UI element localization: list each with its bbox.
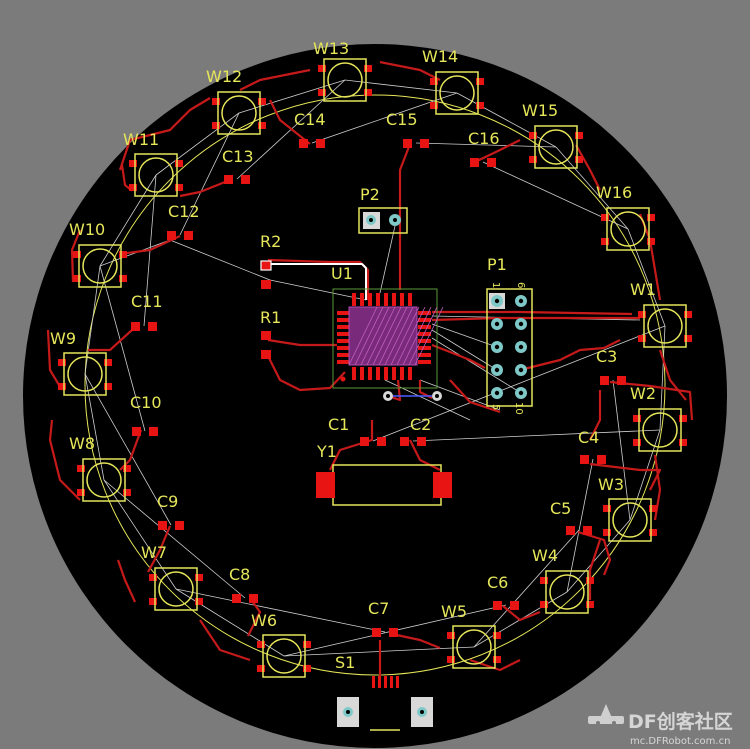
- resistor-r2[interactable]: R2: [260, 232, 281, 289]
- capacitor-label: C2: [410, 415, 431, 434]
- led-w1[interactable]: W1: [630, 280, 692, 348]
- led-w10[interactable]: W10: [69, 220, 127, 288]
- led-w2[interactable]: W2: [630, 384, 687, 452]
- led-w5[interactable]: W5: [441, 602, 501, 669]
- capacitor-label: C7: [368, 599, 389, 618]
- capacitor-c7[interactable]: C7: [368, 599, 398, 637]
- s1-label: S1: [335, 653, 355, 672]
- watermark: DF创客社区 mc.DFRobot.com.cn: [588, 704, 733, 747]
- resistor-label: R2: [260, 232, 281, 251]
- led-w7[interactable]: W7: [141, 543, 203, 611]
- capacitor-c14[interactable]: C14: [294, 110, 326, 148]
- led-w11[interactable]: W11: [123, 130, 183, 197]
- capacitor-label: C3: [596, 347, 617, 366]
- capacitor-c10[interactable]: C10: [130, 393, 162, 436]
- dfrobot-logo-icon: [588, 704, 624, 725]
- capacitor-c12[interactable]: C12: [167, 202, 200, 240]
- led-w14[interactable]: W14: [422, 47, 484, 115]
- led-label: W11: [123, 130, 159, 149]
- p2-label: P2: [360, 185, 380, 204]
- led-w16[interactable]: W16: [596, 183, 655, 251]
- capacitor-label: C6: [487, 573, 508, 592]
- capacitor-c1[interactable]: C1: [328, 415, 386, 446]
- capacitor-label: C15: [386, 110, 418, 129]
- capacitor-label: C16: [468, 129, 500, 148]
- mcu-label: U1: [331, 264, 353, 283]
- p1-pin-label-5: 5: [490, 404, 501, 410]
- led-w4[interactable]: W4: [532, 546, 594, 614]
- p1-pin-label-10: 10: [513, 402, 524, 415]
- capacitor-label: C9: [157, 492, 178, 511]
- p1-pin-label-1: 1: [490, 282, 501, 288]
- silkscreen-ring: [84, 94, 666, 676]
- led-w15[interactable]: W15: [522, 101, 583, 169]
- p1-label: P1: [487, 255, 507, 274]
- led-w13[interactable]: W13: [313, 39, 372, 102]
- pcb-board: [23, 44, 727, 748]
- led-label: W6: [251, 611, 277, 630]
- mcu-u1[interactable]: U1: [331, 264, 444, 389]
- header-p1[interactable]: P1 1 6 5 10: [486, 255, 533, 415]
- led-w6[interactable]: W6: [251, 611, 311, 678]
- led-label: W16: [596, 183, 632, 202]
- led-label: W12: [206, 67, 242, 86]
- capacitor-c13[interactable]: C13: [222, 147, 254, 184]
- p1-pin-label-6: 6: [515, 282, 526, 288]
- capacitor-label: C13: [222, 147, 254, 166]
- capacitor-c6[interactable]: C6: [487, 573, 519, 610]
- capacitor-c4[interactable]: C4: [578, 428, 606, 464]
- capacitor-c9[interactable]: C9: [157, 492, 184, 530]
- led-label: W3: [598, 475, 624, 494]
- watermark-url: mc.DFRobot.com.cn: [630, 736, 730, 747]
- led-label: W4: [532, 546, 558, 565]
- capacitor-label: C1: [328, 415, 349, 434]
- header-p2[interactable]: P2: [358, 185, 408, 234]
- crystal-label: Y1: [316, 442, 337, 461]
- led-label: W8: [69, 434, 95, 453]
- vias: [383, 391, 442, 401]
- capacitor-label: C8: [229, 565, 250, 584]
- led-label: W15: [522, 101, 558, 120]
- capacitor-c15[interactable]: C15: [386, 110, 429, 148]
- led-w8[interactable]: W8: [69, 434, 131, 502]
- led-label: W10: [69, 220, 105, 239]
- capacitor-label: C11: [131, 292, 163, 311]
- switch-s1[interactable]: S1: [335, 653, 433, 731]
- capacitor-label: C5: [550, 499, 571, 518]
- led-label: W9: [50, 329, 76, 348]
- capacitor-c8[interactable]: C8: [229, 565, 258, 603]
- led-w9[interactable]: W9: [50, 329, 112, 396]
- capacitor-c16[interactable]: C16: [468, 129, 500, 167]
- led-label: W13: [313, 39, 349, 58]
- led-w3[interactable]: W3: [598, 475, 657, 542]
- led-label: W7: [141, 543, 167, 562]
- capacitor-label: C12: [168, 202, 200, 221]
- led-label: W2: [630, 384, 656, 403]
- led-label: W14: [422, 47, 458, 66]
- watermark-text: DF创客社区: [628, 710, 733, 733]
- capacitor-c5[interactable]: C5: [550, 499, 592, 535]
- capacitor-label: C14: [294, 110, 326, 129]
- resistor-r1[interactable]: R1: [260, 308, 281, 359]
- capacitor-c3[interactable]: C3: [596, 347, 626, 385]
- led-label: W1: [630, 280, 656, 299]
- led-label: W5: [441, 602, 467, 621]
- led-w12[interactable]: W12: [206, 67, 266, 135]
- resistor-label: R1: [260, 308, 281, 327]
- crystal-y1[interactable]: Y1: [316, 442, 452, 506]
- capacitor-label: C10: [130, 393, 162, 412]
- capacitor-c11[interactable]: C11: [131, 292, 163, 331]
- capacitor-label: C4: [578, 428, 599, 447]
- capacitor-c2[interactable]: C2: [400, 415, 431, 446]
